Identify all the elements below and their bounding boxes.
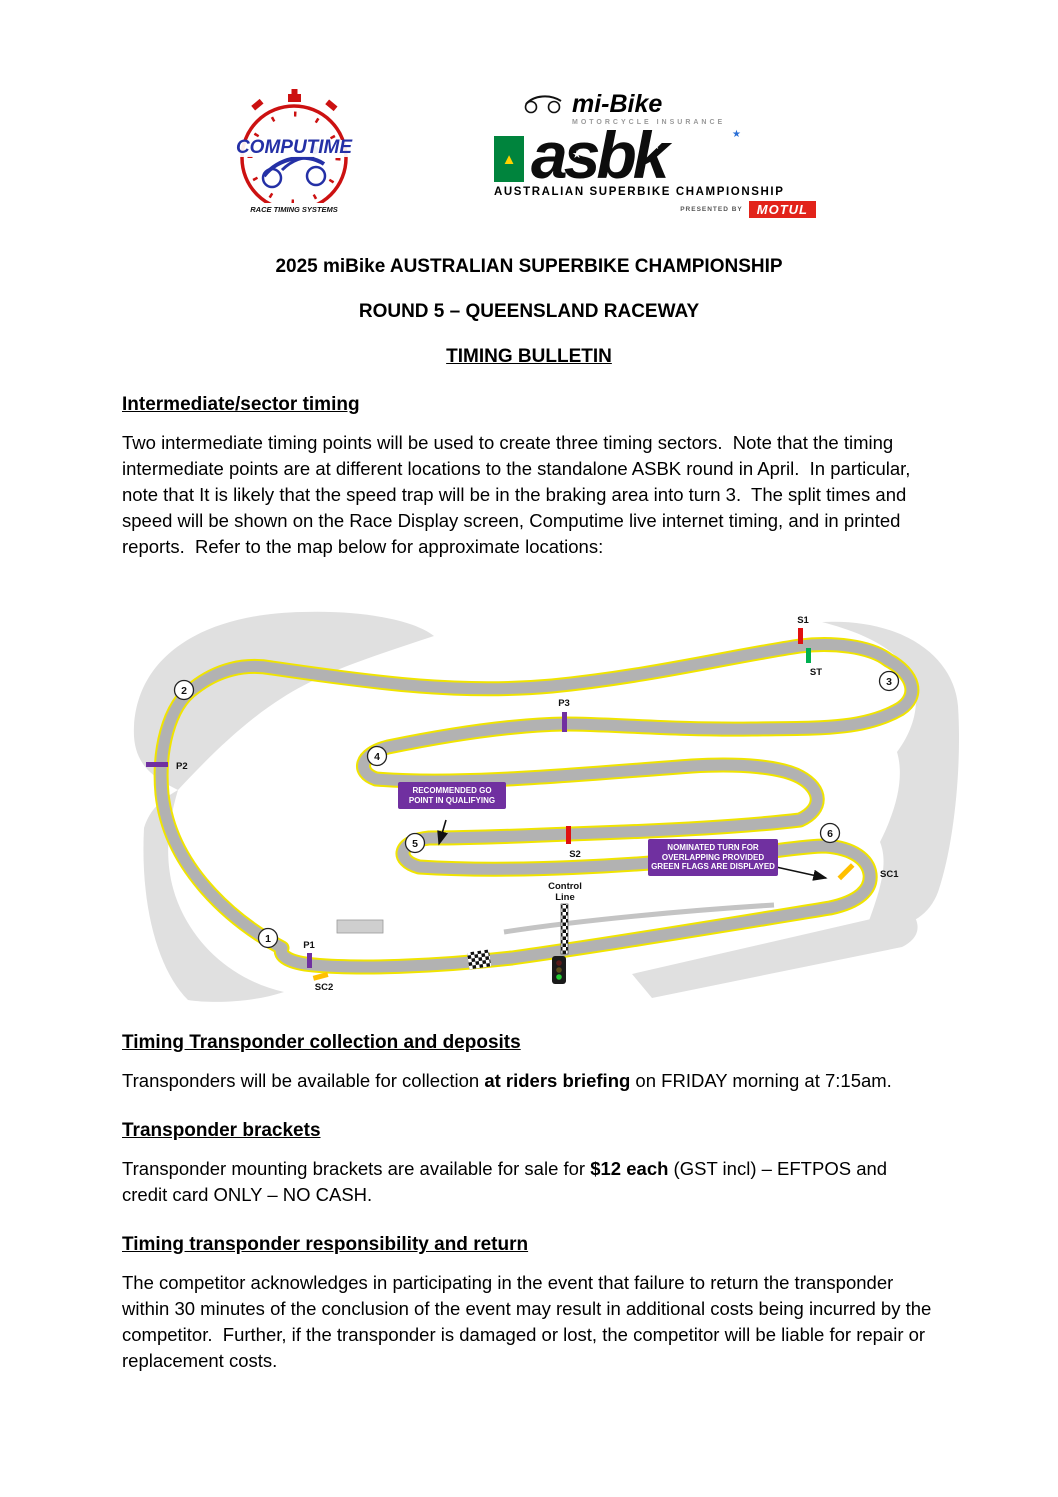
control-line-label: Line (555, 892, 575, 903)
sc1-marker (837, 863, 855, 881)
st-label: ST (810, 667, 822, 678)
go-point-arrow (437, 819, 448, 846)
text-segment-bold: at riders briefing (484, 1070, 631, 1091)
p2-label: P2 (176, 761, 188, 772)
paragraph-transponder-brackets: Transponder mounting brackets are availa… (122, 1156, 936, 1208)
sc2-label: SC2 (315, 982, 333, 993)
p1-label: P1 (303, 940, 315, 951)
document-titles: 2025 miBike AUSTRALIAN SUPERBIKE CHAMPIO… (122, 256, 936, 368)
asbk-logo: mi-Bike MOTORCYCLE INSURANCE ▲ asbk ★ ★ … (494, 92, 816, 219)
mibike-wordmark: mi-Bike (572, 90, 663, 118)
computime-wordmark: COMPUTIME (236, 137, 353, 158)
text-segment-bold: $12 each (590, 1158, 669, 1179)
track-map: 1 2 3 4 5 6 S1 ST P3 P2 S2 SC1 P1 SC2 Co… (132, 576, 962, 1006)
paragraph-sector-timing: Two intermediate timing points will be u… (122, 432, 916, 557)
mibike-lockup: mi-Bike MOTORCYCLE INSURANCE (522, 92, 816, 126)
s1-label: S1 (797, 615, 809, 626)
logo-row: COMPUTIME RACE TIMING SYSTEMS mi-Bike MO… (122, 0, 936, 230)
heading-transponder-collection: Timing Transponder collection and deposi… (122, 1032, 521, 1053)
track-map-svg: 1 2 3 4 5 6 S1 ST P3 P2 S2 SC1 P1 SC2 Co… (133, 611, 960, 1002)
st-marker (806, 648, 811, 663)
p3-marker (562, 712, 567, 732)
s2-marker (566, 826, 571, 844)
text-segment: Transponder mounting brackets are availa… (122, 1158, 591, 1179)
series-title: AUSTRALIAN SUPERBIKE CHAMPIONSHIP (494, 186, 785, 199)
mibike-subtitle: MOTORCYCLE INSURANCE (572, 119, 726, 126)
turn-2-number: 2 (181, 685, 187, 697)
paragraph-transponder-collection: Transponders will be available for colle… (122, 1068, 936, 1094)
turn-markers: 1 2 3 4 5 6 (173, 670, 900, 949)
qualifying-go-point-note: RECOMMENDED GO POINT IN QUALIFYING (398, 782, 506, 810)
text-segment: (GST incl) – EFTPOS and credit card ONLY… (122, 1158, 893, 1205)
s2-label: S2 (569, 849, 581, 860)
asbk-wordmark-row: ▲ asbk ★ ★ ★ (494, 118, 816, 192)
turn-3-number: 3 (886, 676, 892, 688)
runoff-areas (133, 611, 960, 1002)
control-line-label: Control (548, 881, 582, 892)
computime-logo: COMPUTIME RACE TIMING SYSTEMS (222, 88, 372, 223)
presented-by-label: PRESENTED BY (680, 206, 743, 214)
kangaroo-icon: ▲ (501, 150, 517, 168)
championship-title: 2025 miBike AUSTRALIAN SUPERBIKE CHAMPIO… (275, 256, 783, 277)
checkered-flag (466, 949, 492, 970)
star-icon: ★ (732, 129, 741, 140)
traffic-light-icon (552, 956, 566, 984)
turn-4-number: 4 (374, 751, 380, 763)
text-segment: on FRIDAY morning at 7:15am. (630, 1070, 892, 1091)
overlapping-turn-note: NOMINATED TURN FOR OVERLAPPING PROVIDED … (648, 839, 778, 876)
australian-made-badge: ▲ (494, 136, 524, 183)
heading-transponder-brackets: Transponder brackets (122, 1120, 321, 1141)
asbk-wordmark: asbk (531, 118, 669, 192)
p1-marker (307, 953, 312, 968)
heading-sector-timing: Intermediate/sector timing (122, 394, 360, 415)
pit-building (336, 919, 384, 934)
text-segment: Transponders will be available for colle… (122, 1070, 485, 1091)
turn-5-number: 5 (412, 838, 418, 850)
turn-1-number: 1 (265, 933, 271, 945)
turn-6-number: 6 (827, 828, 833, 840)
overlap-arrow (775, 866, 828, 881)
computime-tagline: RACE TIMING SYSTEMS (250, 205, 338, 214)
bulletin-title: TIMING BULLETIN (446, 346, 612, 367)
s1-marker (798, 628, 803, 644)
motul-logo: MOTUL (748, 201, 816, 219)
map-labels: S1 ST P3 P2 S2 SC1 P1 SC2 Control Line (176, 615, 899, 993)
timing-markers (146, 628, 855, 981)
round-title: ROUND 5 – QUEENSLAND RACEWAY (358, 301, 700, 322)
paragraph-transponder-responsibility: The competitor acknowledges in participa… (122, 1272, 937, 1371)
pit-lane (503, 902, 775, 935)
asbk-series-row: AUSTRALIAN SUPERBIKE CHAMPIONSHIP PRESEN… (494, 186, 816, 219)
p2-marker (146, 762, 168, 767)
timing-bulletin-page: COMPUTIME RACE TIMING SYSTEMS mi-Bike MO… (122, 0, 962, 1371)
sc1-label: SC1 (880, 869, 899, 880)
track-surface (155, 639, 918, 973)
control-line-pole (560, 903, 569, 955)
heading-transponder-responsibility: Timing transponder responsibility and re… (122, 1234, 529, 1255)
sc2-marker (312, 971, 329, 981)
stopwatch-icon: COMPUTIME RACE TIMING SYSTEMS (230, 89, 358, 215)
p3-label: P3 (558, 698, 570, 709)
motorcycle-icon (524, 95, 562, 114)
